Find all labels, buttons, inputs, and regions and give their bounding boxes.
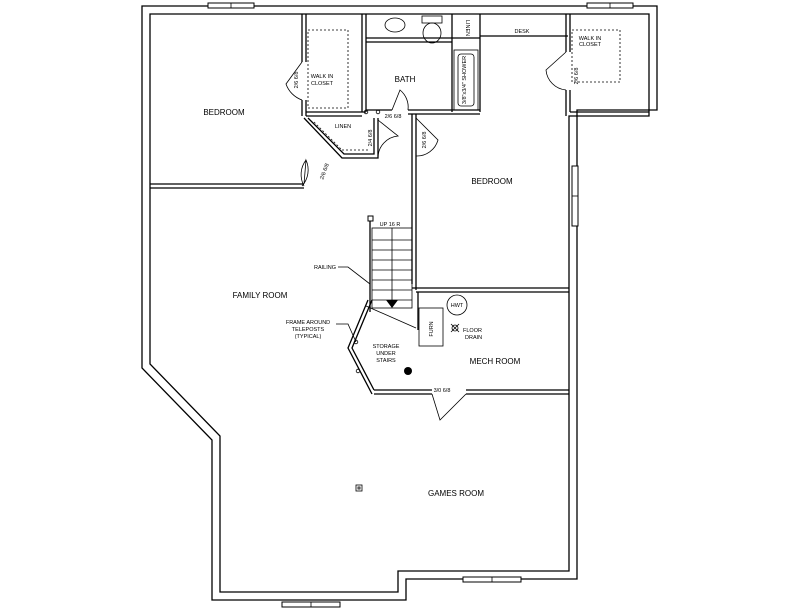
- door-size-label: 2/4 6/8: [368, 130, 374, 147]
- door-size-label: 2/6 6/8: [294, 72, 300, 89]
- hwt-icon: [446, 294, 468, 316]
- furnace-label: FURN: [429, 321, 435, 336]
- staircase: [367, 215, 413, 312]
- room-label-games-room: GAMES ROOM: [428, 489, 484, 498]
- toilet-icon: [422, 22, 442, 44]
- shower-icon: [453, 49, 479, 111]
- floor-drain-icon: [451, 324, 459, 332]
- walk-in-closet-label: WALK IN: [579, 36, 601, 42]
- frame-note-label: TELEPOSTS: [292, 327, 325, 333]
- linen-bath-label: LINEN: [464, 20, 470, 36]
- railing-label: RAILING: [314, 265, 336, 271]
- door-size-label: 2/6 6/8: [385, 114, 402, 120]
- storage-label: UNDER: [376, 351, 396, 357]
- room-label-bath: BATH: [395, 75, 416, 84]
- floor-drain-label: DRAIN: [465, 335, 482, 341]
- post-icon: [404, 367, 412, 375]
- floor-drain-label: FLOOR: [463, 328, 482, 334]
- door-size-label: 2/6 6/8: [422, 132, 428, 149]
- sink-icon: [384, 17, 406, 33]
- walk-in-closet-label: CLOSET: [311, 81, 334, 87]
- callouts: [336, 266, 371, 343]
- post-icon: [355, 484, 363, 492]
- storage-label: STORAGE: [373, 344, 400, 350]
- fixtures: [307, 15, 621, 492]
- walk-in-closet-label: CLOSET: [579, 42, 602, 48]
- shower-label: 3/8"x3/4" SHOWER: [462, 56, 468, 104]
- room-label-bedroom-left: BEDROOM: [203, 108, 245, 117]
- furnace-icon: [418, 307, 444, 347]
- frame-note-label: FRAME AROUND: [286, 320, 330, 326]
- toilet-tank-icon: [421, 15, 443, 24]
- door-size-label: 3/0 6/8: [434, 388, 451, 394]
- doors: [285, 51, 567, 421]
- hwt-label: HWT: [451, 303, 464, 309]
- room-label-family-room: FAMILY ROOM: [233, 291, 288, 300]
- door-size-label: 2/6 6/8: [319, 163, 330, 181]
- stair-arrow-icon: [386, 300, 398, 308]
- room-label-mech-room: MECH ROOM: [470, 357, 521, 366]
- stairs-up-label: UP 16 R: [380, 222, 401, 228]
- door-size-label: 2/6 6/8: [574, 68, 580, 85]
- desk-label: DESK: [515, 29, 530, 35]
- interior-walls: [150, 14, 649, 395]
- storage-label: STAIRS: [376, 358, 396, 364]
- linen-hall-label: LINEN: [335, 124, 351, 130]
- exterior-walls: [141, 5, 658, 601]
- windows: [207, 2, 634, 608]
- walk-in-closet-label: WALK IN: [311, 74, 333, 80]
- frame-note-label: (TYPICAL): [295, 334, 322, 340]
- room-label-bedroom-right: BEDROOM: [471, 177, 513, 186]
